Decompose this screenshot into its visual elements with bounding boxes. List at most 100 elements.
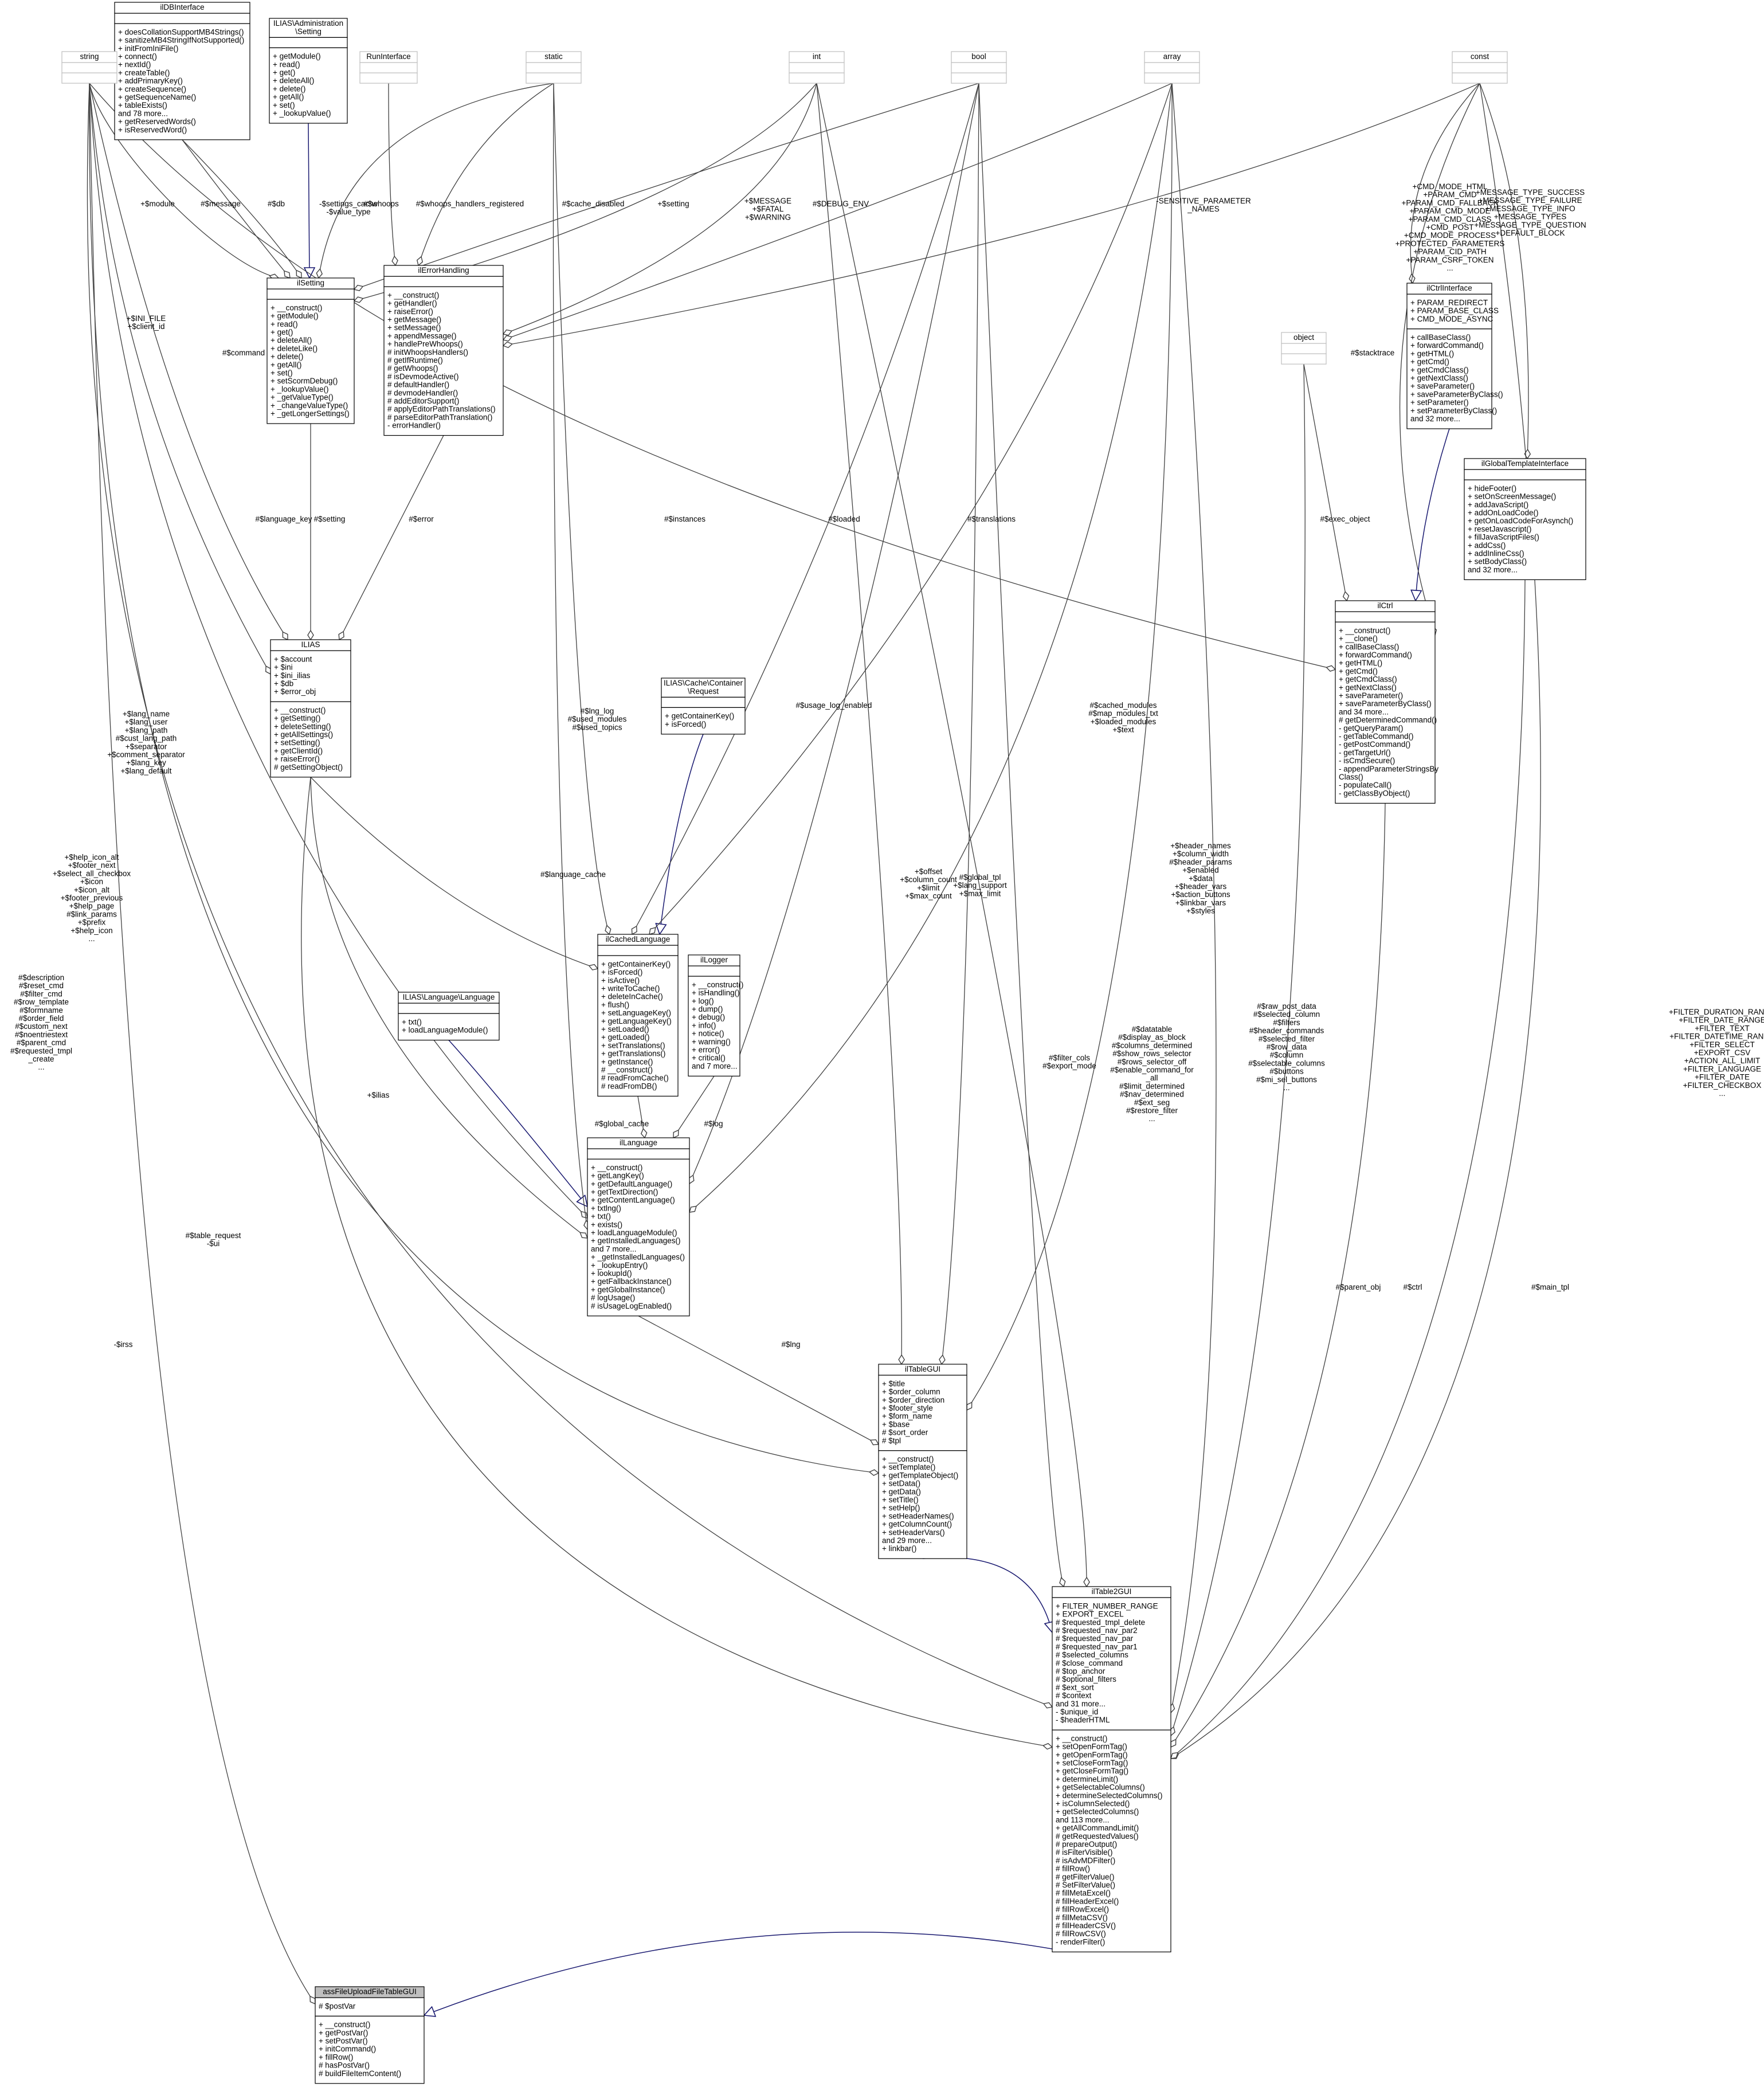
class-attribute: # $optional_filters bbox=[1056, 1675, 1116, 1683]
edge-label: #$parent_cmd bbox=[17, 1039, 66, 1047]
class-box-int[interactable]: int bbox=[789, 51, 845, 84]
class-operation: + _lookupValue() bbox=[273, 109, 331, 118]
edge-label: +$linkbar_vars bbox=[1175, 898, 1226, 907]
class-operation: + forwardCommand() bbox=[1410, 341, 1484, 350]
class-box-ilctrlinterface[interactable]: ilCtrlInterface+ PARAM_REDIRECT+ PARAM_B… bbox=[1406, 283, 1503, 429]
edge-label: +DEFAULT_BLOCK bbox=[1496, 229, 1565, 237]
edge-label: #$instances bbox=[664, 515, 705, 523]
class-box-bool[interactable]: bool bbox=[951, 51, 1007, 84]
class-operation: + read() bbox=[271, 320, 298, 328]
class-operation: + saveParameterByClass() bbox=[1410, 390, 1503, 398]
edge-label: +MESSAGE_TYPES bbox=[1494, 213, 1566, 221]
class-operation: + writeToCache() bbox=[601, 984, 660, 993]
class-attribute: + $title bbox=[882, 1379, 905, 1388]
edge-label: #$cache_disabled bbox=[562, 199, 625, 208]
class-attribute: # $sort_order bbox=[882, 1428, 928, 1437]
class-operation: # fillHeaderExcel() bbox=[1056, 1897, 1119, 1905]
class-operation: # hasPostVar() bbox=[319, 2061, 370, 2070]
class-box-runinterface[interactable]: RunInterface bbox=[359, 51, 418, 84]
edge-label: #$usage_log_enabled bbox=[796, 701, 872, 710]
class-box-illogger[interactable]: ilLogger+ __construct()+ isHandling()+ l… bbox=[688, 954, 743, 1076]
class-operation: + deleteAll() bbox=[271, 336, 312, 344]
class-box-ilctrl[interactable]: ilCtrl+ __construct()+ __clone()+ callBa… bbox=[1335, 600, 1438, 804]
edge-label: +$lang_support bbox=[953, 881, 1007, 890]
class-box-ilsetting[interactable]: ilSetting+ __construct()+ getModule()+ r… bbox=[266, 277, 355, 424]
class-operation: + getLoaded() bbox=[601, 1033, 649, 1041]
class-box-iltable2gui[interactable]: ilTable2GUI+ FILTER_NUMBER_RANGE+ EXPORT… bbox=[1052, 1586, 1171, 1952]
generalization-edge bbox=[660, 734, 704, 934]
association-edge bbox=[89, 83, 1335, 669]
edge-label: #$log bbox=[704, 1119, 723, 1128]
edge-label: #$header_commands bbox=[1249, 1027, 1324, 1035]
edge-label: +$help_icon_alt bbox=[65, 853, 119, 862]
class-operation: + addInlineCss() bbox=[1468, 549, 1524, 558]
edge-label: #$datatable bbox=[1132, 1025, 1173, 1033]
class-operation: + sanitizeMB4StringIfNotSupported() bbox=[118, 36, 244, 45]
class-operation: - isCmdSecure() bbox=[1339, 757, 1395, 765]
class-operation: # fillRow() bbox=[1056, 1865, 1090, 1873]
class-box-string[interactable]: string bbox=[61, 51, 117, 84]
edge-label: #$link_params bbox=[66, 910, 117, 918]
class-title: ilErrorHandling bbox=[418, 266, 469, 275]
class-attribute: + PARAM_BASE_CLASS bbox=[1410, 307, 1499, 315]
class-attribute: + $footer_style bbox=[882, 1404, 933, 1412]
class-operation: and 32 more... bbox=[1468, 565, 1518, 574]
class-box-illanguage[interactable]: ilLanguage+ __construct()+ getLangKey()+… bbox=[587, 1137, 690, 1317]
class-box-adminsetting[interactable]: ILIAS\Administration\Setting+ getModule(… bbox=[269, 18, 348, 124]
class-box-assfileuploadfiletablegui[interactable]: assFileUploadFileTableGUI# $postVar+ __c… bbox=[315, 1986, 425, 2084]
class-box-const[interactable]: const bbox=[1452, 51, 1508, 84]
class-box-iltablegui[interactable]: ilTableGUI+ $title+ $order_column+ $orde… bbox=[878, 1364, 967, 1559]
class-attribute: # $top_anchor bbox=[1056, 1667, 1106, 1675]
edge-label: +PARAM_CID_PATH bbox=[1413, 248, 1486, 256]
class-operation: # prepareOutput() bbox=[1056, 1840, 1117, 1849]
class-box-ilcachedlanguage[interactable]: ilCachedLanguage+ getContainerKey()+ isF… bbox=[597, 934, 679, 1097]
edge-label: +FILTER_CHECKBOX bbox=[1683, 1081, 1762, 1090]
class-attribute: # $ext_sort bbox=[1056, 1683, 1094, 1691]
edge-label: #$language_cache bbox=[540, 870, 606, 879]
association-edge bbox=[649, 83, 1173, 934]
class-operation: + set() bbox=[271, 369, 293, 377]
class-box-languagelanguage[interactable]: ILIAS\Language\Language+ txt()+ loadLang… bbox=[398, 992, 500, 1041]
class-operation: # isFilterVisible() bbox=[1056, 1848, 1113, 1857]
edge-label: #$header_params bbox=[1169, 857, 1232, 866]
class-box-array[interactable]: array bbox=[1144, 51, 1200, 84]
class-operation: + getHTML() bbox=[1339, 659, 1382, 667]
class-operation: + getSequenceName() bbox=[118, 93, 196, 101]
class-attribute: + $form_name bbox=[882, 1412, 932, 1420]
class-operation: + getModule() bbox=[273, 52, 321, 61]
class-operation: + addOnLoadCode() bbox=[1468, 508, 1538, 517]
class-operation: + saveParameterByClass() bbox=[1339, 699, 1432, 708]
class-operation: + __construct() bbox=[271, 303, 322, 312]
edge-label: +$loaded_modules bbox=[1091, 717, 1157, 726]
class-attribute: + $db bbox=[274, 679, 293, 688]
class-box-static[interactable]: static bbox=[526, 51, 582, 84]
class-operation: # parseEditorPathTranslation() bbox=[387, 413, 492, 421]
edge-label: #$display_as_block bbox=[1118, 1033, 1186, 1041]
edge-label: +EXPORT_CSV bbox=[1694, 1048, 1750, 1057]
edge-label: +$footer_previous bbox=[61, 894, 123, 902]
class-box-ildbinterface[interactable]: ilDBInterface+ doesCollationSupportMB4St… bbox=[114, 2, 250, 140]
edge-label: #$global_cache bbox=[595, 1119, 649, 1128]
class-box-ilias[interactable]: ILIAS+ $account+ $ini+ $ini_ilias+ $db+ … bbox=[270, 639, 351, 778]
class-operation: and 34 more... bbox=[1339, 707, 1389, 716]
class-operation: # buildFileItemContent() bbox=[319, 2069, 401, 2078]
class-operation: + nextId() bbox=[118, 60, 151, 69]
class-box-ilglobaltemplateinterface[interactable]: ilGlobalTemplateInterface+ hideFooter()+… bbox=[1464, 458, 1586, 581]
class-operation: + isForced() bbox=[601, 968, 642, 977]
edge-label: -$settings_cache bbox=[319, 199, 378, 208]
class-operation: + setTranslations() bbox=[601, 1041, 665, 1050]
class-attribute: # $requested_nav_par1 bbox=[1056, 1642, 1138, 1651]
class-box-ilerrorhandling[interactable]: ilErrorHandling+ __construct()+ getHandl… bbox=[383, 265, 504, 436]
edge-label: +$WARNING bbox=[745, 213, 791, 221]
edge-label: +$limit bbox=[917, 883, 940, 892]
edge-label: +$help_icon bbox=[70, 926, 112, 935]
class-attribute: # $requested_nav_par2 bbox=[1056, 1626, 1138, 1635]
class-title: array bbox=[1163, 52, 1181, 61]
class-box-object[interactable]: object bbox=[1281, 332, 1327, 365]
association-edge bbox=[503, 83, 1173, 340]
edge-label: +FILTER_DATETIME_RANGE bbox=[1669, 1032, 1764, 1041]
class-box-cacherequest[interactable]: ILIAS\Cache\Container\Request+ getContai… bbox=[661, 678, 746, 735]
class-operation: + getCmd() bbox=[1410, 358, 1449, 366]
class-operation: # getIfRuntime() bbox=[387, 356, 443, 365]
class-operation: + doesCollationSupportMB4Strings() bbox=[118, 28, 244, 36]
